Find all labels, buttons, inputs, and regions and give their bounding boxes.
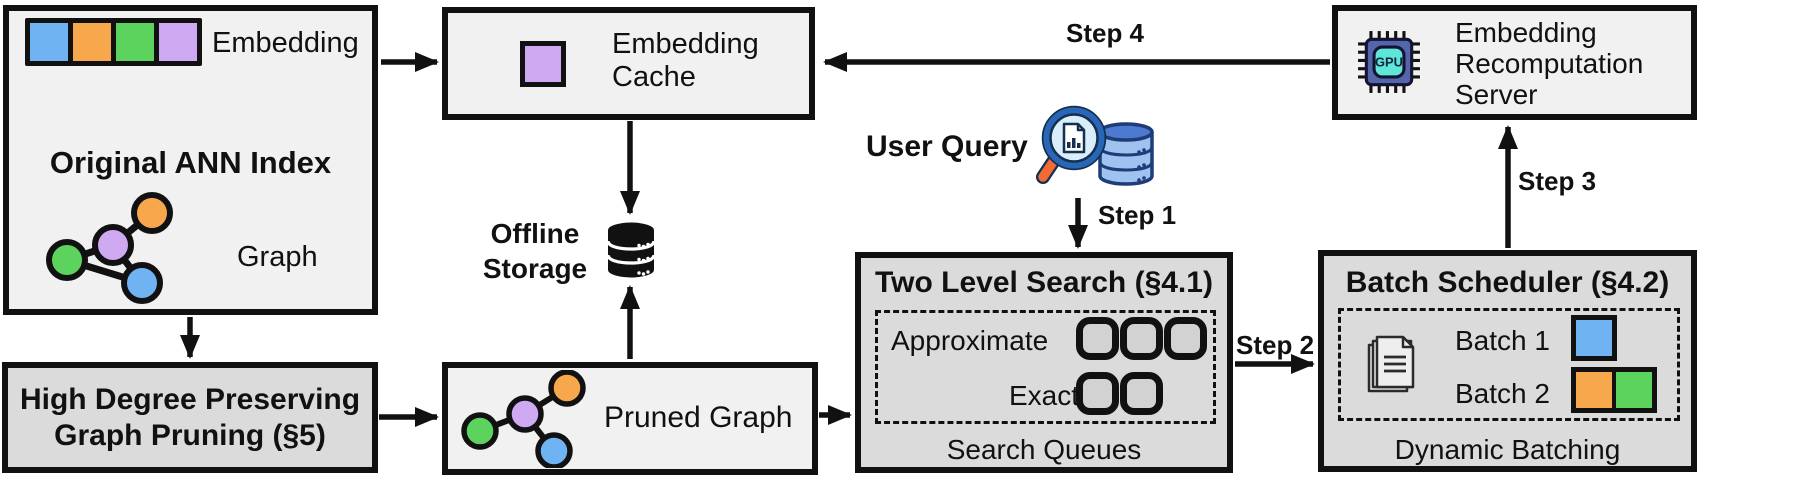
user-query-label: User Query <box>866 130 1028 163</box>
approximate-label: Approximate <box>891 325 1049 356</box>
queue-slot <box>1164 317 1207 360</box>
graph-node-orange <box>131 192 173 234</box>
graph-node-purple <box>92 224 134 266</box>
documents-icon <box>1367 335 1415 393</box>
graph-node-green <box>461 412 499 450</box>
embedding-cell-blue <box>30 23 68 61</box>
two-level-search-title: Two Level Search (§4.1) <box>875 266 1213 299</box>
approximate-queue-slots <box>1076 317 1207 360</box>
magnifier-icon <box>1036 105 1107 184</box>
embedding-cache-box: Embedding Cache <box>442 7 815 120</box>
queue-slot <box>1076 317 1119 360</box>
pruned-graph-label: Pruned Graph <box>604 401 793 434</box>
recomputation-server-box: GPU Embedding Recomputation Server <box>1332 5 1697 120</box>
graph-pruning-box: High Degree Preserving Graph Pruning (§5… <box>2 362 378 473</box>
embedding-cache-label: Embedding Cache <box>612 28 759 93</box>
graph-node-purple <box>506 395 544 433</box>
graph-node-green <box>46 239 88 281</box>
exact-queue-slots <box>1076 372 1163 415</box>
graph-label: Graph <box>237 241 318 273</box>
query-database-icon <box>1098 122 1154 186</box>
cached-embedding-icon <box>520 41 566 87</box>
offline-storage-database-icon <box>606 222 656 278</box>
gpu-icon-text: GPU <box>1375 55 1403 70</box>
step1-label: Step 1 <box>1098 200 1177 230</box>
recomputation-server-label: Embedding Recomputation Server <box>1455 17 1644 110</box>
graph-node-blue <box>121 262 163 304</box>
graph-pruning-label: High Degree Preserving Graph Pruning (§5… <box>19 382 361 452</box>
batch1-squares <box>1571 315 1617 361</box>
batch1-label: Batch 1 <box>1455 325 1550 356</box>
batch1-blue-square <box>1576 320 1612 356</box>
batch2-orange-square <box>1576 372 1612 408</box>
pruned-graph-box: Pruned Graph <box>442 362 818 475</box>
step4-label: Step 4 <box>1065 18 1145 48</box>
embedding-cell-purple <box>159 23 197 61</box>
queue-slot <box>1120 317 1163 360</box>
batch2-label: Batch 2 <box>1455 378 1550 409</box>
graph-node-orange <box>548 370 586 407</box>
step2-label: Step 2 <box>1236 330 1315 360</box>
queue-slot <box>1120 372 1163 415</box>
step3-label: Step 3 <box>1518 166 1597 196</box>
search-queues-region: Approximate Exact <box>875 310 1216 424</box>
embedding-label: Embedding <box>212 27 359 59</box>
batch-scheduler-box: Batch Scheduler (§4.2) Batch 1 Ba <box>1318 250 1697 472</box>
search-queues-caption: Search Queues <box>946 434 1142 465</box>
user-query-icon <box>1036 105 1154 186</box>
dynamic-batching-caption: Dynamic Batching <box>1394 434 1621 465</box>
original-graph-icon <box>46 192 173 304</box>
embedding-cell-orange <box>73 23 111 61</box>
batch-scheduler-title: Batch Scheduler (§4.2) <box>1345 266 1670 299</box>
embedding-vector-icon <box>25 18 202 66</box>
pruned-graph-icon <box>461 370 586 468</box>
batch2-squares <box>1571 367 1657 413</box>
queue-slot <box>1076 372 1119 415</box>
gpu-icon: GPU <box>1358 31 1420 93</box>
exact-label: Exact <box>1009 380 1080 411</box>
graph-node-blue <box>535 432 573 468</box>
query-document-icon <box>1062 122 1086 154</box>
offline-storage-label: Offline Storage <box>482 218 588 284</box>
two-level-search-box: Two Level Search (§4.1) Approximate Exac… <box>855 252 1233 473</box>
ann-index-title: Original ANN Index <box>49 145 332 180</box>
batch2-green-square <box>1616 372 1652 408</box>
original-ann-index-box: Embedding Original ANN Index Graph <box>3 5 378 315</box>
embedding-cell-green <box>116 23 154 61</box>
dynamic-batching-region: Batch 1 Batch 2 <box>1338 308 1680 421</box>
